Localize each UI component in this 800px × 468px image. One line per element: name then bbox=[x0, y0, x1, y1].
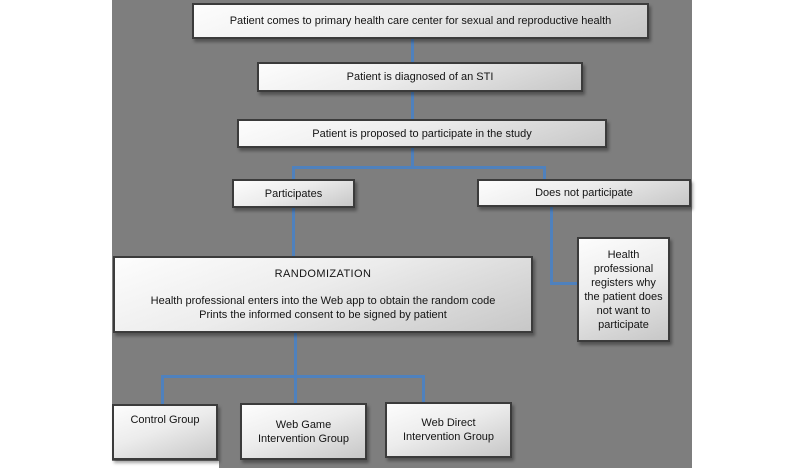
randomization-line2: Prints the informed consent to be signed… bbox=[199, 309, 447, 321]
node-participates: Participates bbox=[232, 179, 355, 208]
node-arrival-label: Patient comes to primary health care cen… bbox=[229, 15, 612, 27]
connector-participates-randomization bbox=[292, 208, 295, 257]
node-proposal: Patient is proposed to participate in th… bbox=[237, 119, 607, 148]
node-control-group-label: Control Group bbox=[130, 414, 200, 426]
connector-diagnosis-proposal bbox=[411, 92, 414, 121]
node-control-group: Control Group bbox=[112, 404, 218, 460]
connector-drop-web-game bbox=[294, 375, 297, 404]
node-register-refusal: Health professional registers why the pa… bbox=[577, 237, 670, 342]
node-not-participate-label: Does not participate bbox=[535, 187, 633, 199]
connector-drop-participates bbox=[292, 166, 295, 180]
node-arrival: Patient comes to primary health care cen… bbox=[192, 3, 649, 39]
connector-arrival-diagnosis bbox=[411, 38, 414, 64]
connector-branch-bar-bottom bbox=[161, 375, 425, 378]
randomization-line1: Health professional enters into the Web … bbox=[150, 295, 496, 307]
connector-drop-control bbox=[161, 375, 164, 405]
node-diagnosis-label: Patient is diagnosed of an STI bbox=[346, 71, 494, 83]
node-proposal-label: Patient is proposed to participate in th… bbox=[312, 127, 532, 140]
node-web-game-line1: Web Game bbox=[275, 418, 332, 431]
randomization-title: RANDOMIZATION bbox=[274, 268, 372, 280]
connector-elbow-register bbox=[550, 282, 578, 285]
connector-not-participate-down bbox=[550, 207, 553, 285]
node-web-direct-line1: Web Direct bbox=[421, 417, 476, 429]
node-register-refusal-label: Health professional registers why the pa… bbox=[584, 248, 663, 331]
node-web-game-group: Web Game Intervention Group bbox=[240, 403, 367, 460]
canvas-bottom-notch bbox=[112, 461, 219, 468]
node-web-direct-line2: Intervention Group bbox=[402, 431, 495, 443]
node-diagnosis: Patient is diagnosed of an STI bbox=[257, 62, 583, 92]
node-participates-label: Participates bbox=[264, 187, 323, 200]
connector-randomization-stub bbox=[294, 333, 297, 378]
node-not-participate: Does not participate bbox=[477, 179, 691, 207]
connector-drop-not-participate bbox=[543, 166, 546, 180]
node-randomization: RANDOMIZATION Health professional enters… bbox=[113, 256, 533, 333]
node-web-direct-group: Web Direct Intervention Group bbox=[385, 402, 512, 458]
connector-branch-bar-top bbox=[292, 166, 546, 169]
connector-proposal-stub bbox=[411, 148, 414, 168]
connector-drop-web-direct bbox=[422, 375, 425, 403]
node-web-game-line2: Intervention Group bbox=[257, 432, 350, 445]
